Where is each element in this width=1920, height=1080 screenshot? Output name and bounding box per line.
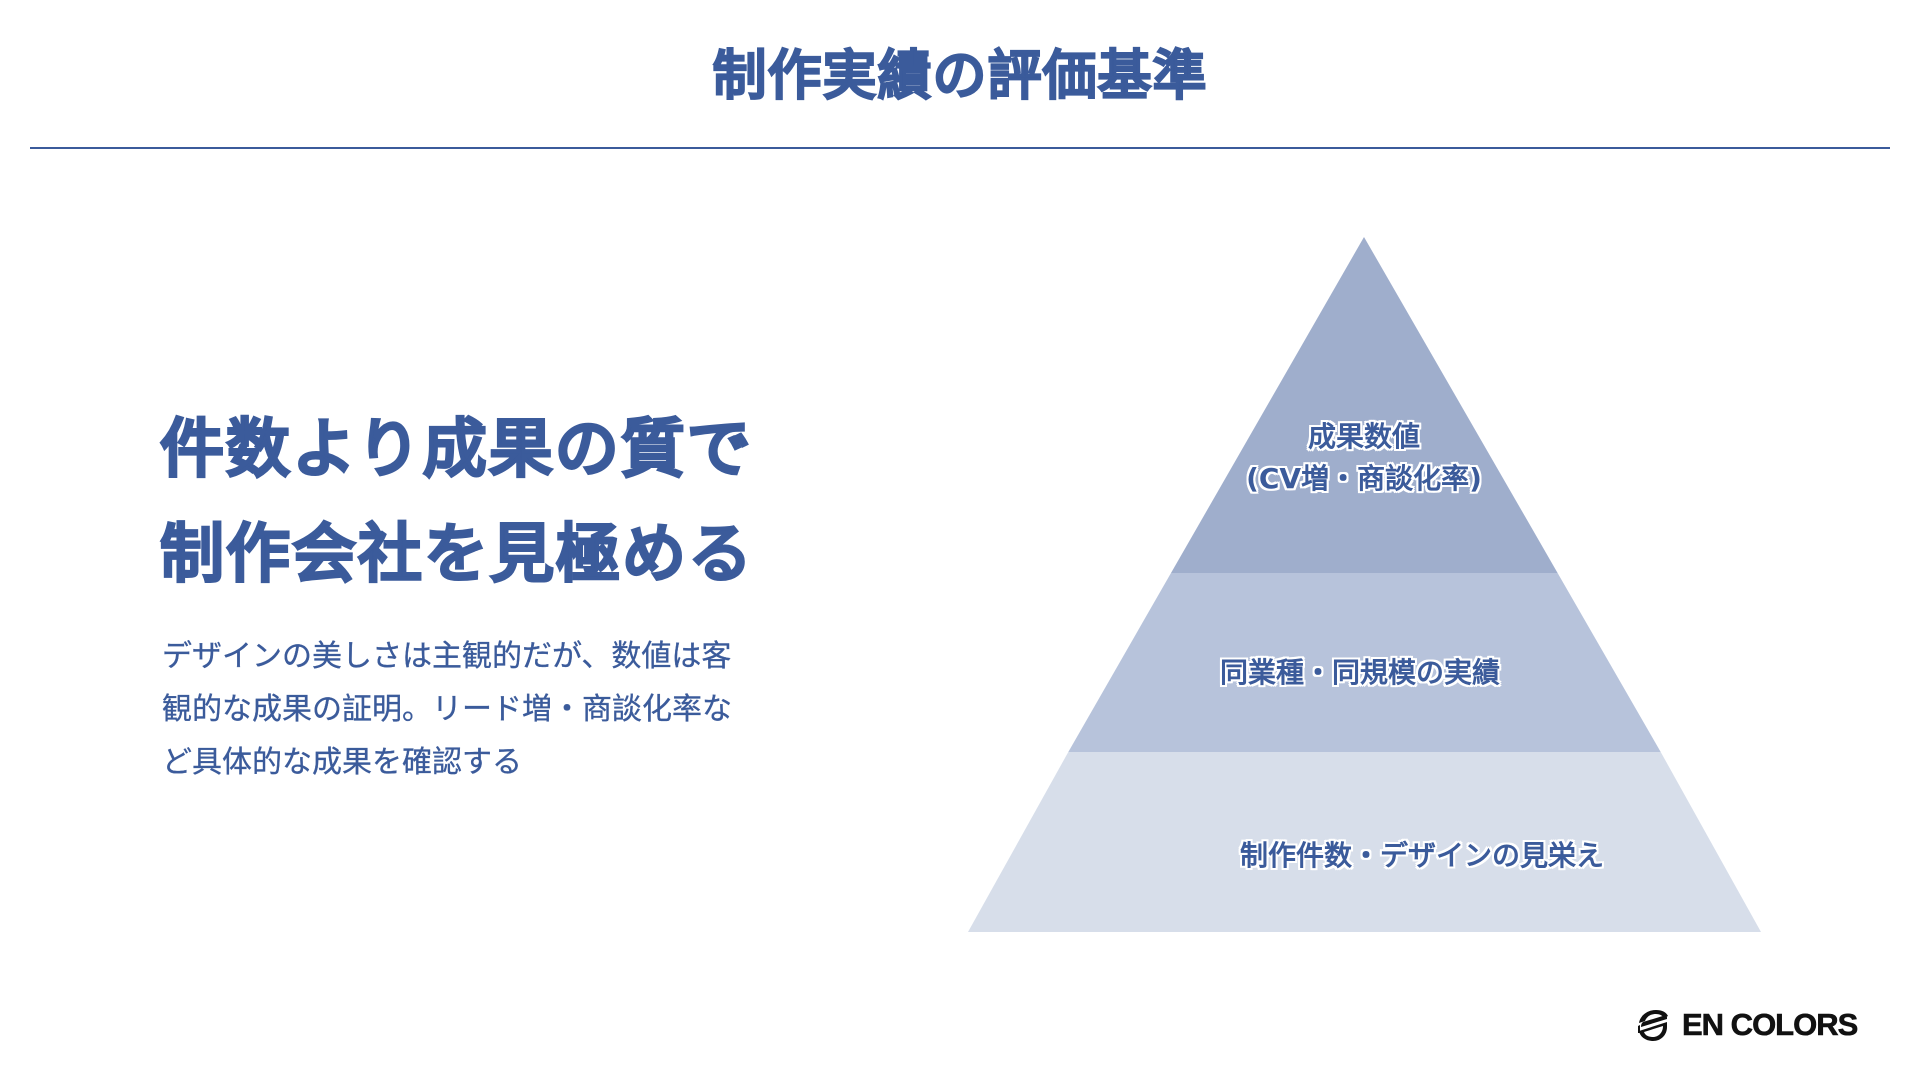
logo-text: EN COLORS (1682, 1007, 1859, 1043)
body-paragraph: デザインの美しさは主観的だが、数値は客 観的な成果の証明。リード増・商談化率な … (162, 630, 822, 789)
tier-middle-label-line-1: 同業種・同規模の実績 (1219, 656, 1500, 689)
brand-logo: EN COLORS (1636, 1005, 1859, 1045)
pyramid-tier-bottom-label: 制作件数・デザインの見栄え (1202, 835, 1642, 877)
tier-top-label-line-2: (CV増・商談化率) (1246, 462, 1482, 495)
body-line-3: ど具体的な成果を確認する (162, 745, 522, 780)
headline-line-2: 制作会社を見極める (159, 517, 754, 593)
title-divider (30, 147, 1890, 149)
pyramid-tier-top-label: 成果数値 (CV増・商談化率) (1214, 416, 1514, 500)
body-line-2: 観的な成果の証明。リード増・商談化率な (162, 692, 732, 727)
page-title: 制作実績の評価基準 (712, 43, 1208, 108)
en-colors-globe-icon (1638, 1010, 1668, 1041)
headline: 件数より成果の質で 制作会社を見極める (159, 398, 754, 608)
tier-bottom-label-line-1: 制作件数・デザインの見栄え (1239, 839, 1604, 872)
pyramid-tier-middle-label: 同業種・同規模の実績 (1160, 652, 1560, 694)
tier-top-label-line-1: 成果数値 (1307, 420, 1420, 453)
headline-line-1: 件数より成果の質で (159, 412, 753, 488)
body-line-1: デザインの美しさは主観的だが、数値は客 (162, 639, 732, 674)
pyramid-tier-top (1171, 237, 1558, 573)
